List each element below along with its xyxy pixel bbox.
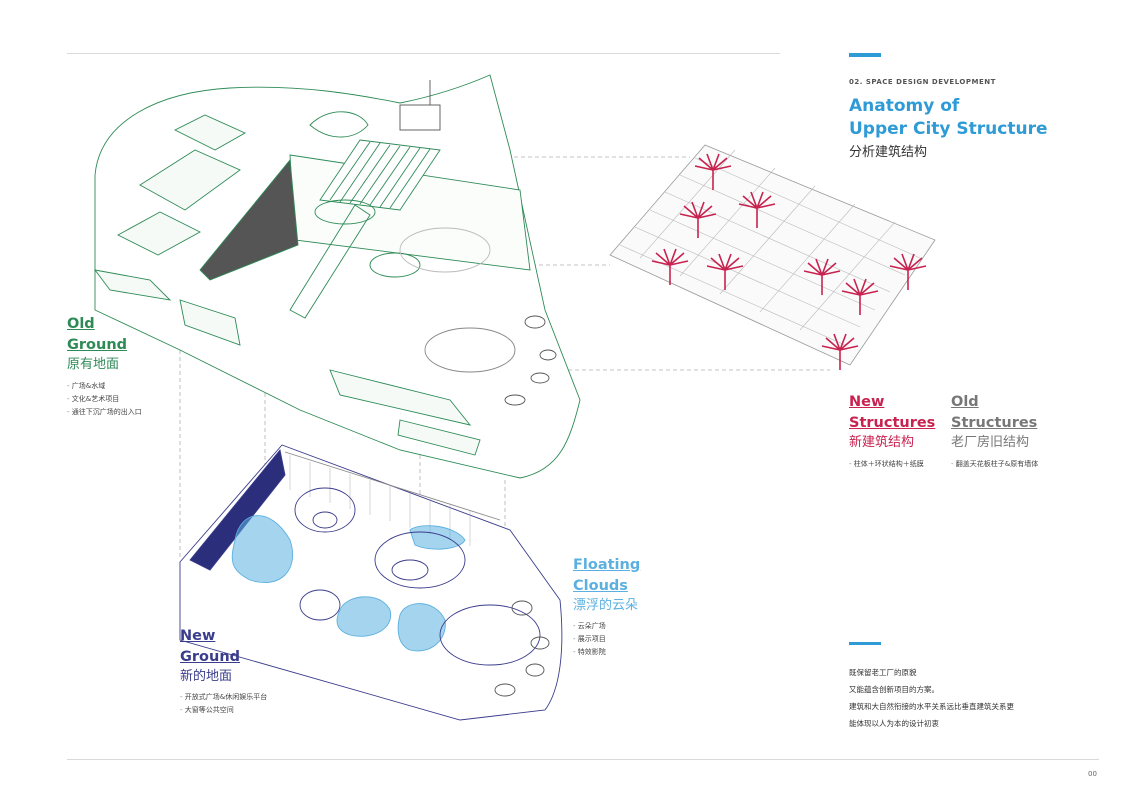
- note-line: 既保留老工厂的原貌: [849, 668, 917, 677]
- floating-clouds-bullets: 云朵广场 展示项目 特效影院: [573, 620, 606, 659]
- title-line-2: Upper City Structure: [849, 119, 1048, 139]
- new-ground-en-1: New: [180, 628, 216, 644]
- design-notes: 既保留老工厂的原貌 又能蕴含创新项目的方案。 建筑和大自然衔接的水平关系远比垂直…: [849, 664, 1014, 732]
- old-ground-en-2: Ground: [67, 337, 128, 353]
- old-ground-zh: 原有地面: [67, 357, 120, 372]
- old-structures-zh: 老厂房旧结构: [951, 435, 1030, 450]
- old-ground-plan: [93, 74, 581, 479]
- old-structures-label: Old Structures 老厂房旧结构: [951, 392, 1037, 452]
- list-item: 大窗等公共空间: [180, 704, 267, 717]
- section-kicker: 02. SPACE DESIGN DEVELOPMENT: [849, 78, 996, 86]
- old-structures-en-2: Structures: [951, 415, 1038, 431]
- list-item: 柱体＋环状结构＋纸膜: [849, 458, 924, 471]
- new-ground-plan: [179, 444, 563, 721]
- old-structures-en-1: Old: [951, 394, 979, 410]
- title-chinese: 分析建筑结构: [849, 145, 928, 160]
- title-line-1: Anatomy of: [849, 96, 960, 116]
- new-ground-bullets: 开放式广场&休闲娱乐平台 大窗等公共空间: [180, 691, 267, 717]
- note-line: 又能蕴含创新项目的方案。: [849, 685, 939, 694]
- header-accent-bar: [849, 53, 881, 57]
- old-structures-bullets: 翻盖天花板柱子&原有墙体: [951, 458, 1038, 471]
- floating-clouds-zh: 漂浮的云朵: [573, 598, 639, 613]
- new-structures-bullets: 柱体＋环状结构＋纸膜: [849, 458, 924, 471]
- top-rule: [67, 53, 780, 54]
- page-title: Anatomy of Upper City Structure 分析建筑结构: [849, 95, 1047, 160]
- old-ground-label: Old Ground 原有地面: [67, 314, 127, 374]
- note-line: 能体现以人为本的设计初衷: [849, 719, 939, 728]
- new-ground-label: New Ground 新的地面: [180, 626, 240, 686]
- floating-clouds-en-1: Floating: [573, 557, 641, 573]
- page-number: 00: [1088, 770, 1097, 778]
- old-ground-bullets: 广场&水域 文化&艺术项目 通往下沉广场的出入口: [67, 380, 142, 419]
- list-item: 文化&艺术项目: [67, 393, 142, 406]
- list-item: 云朵广场: [573, 620, 606, 633]
- bottom-rule: [67, 759, 1099, 760]
- new-structures-en-1: New: [849, 394, 885, 410]
- notes-accent-bar: [849, 642, 881, 645]
- list-item: 特效影院: [573, 646, 606, 659]
- new-ground-zh: 新的地面: [180, 669, 233, 684]
- new-structures-en-2: Structures: [849, 415, 936, 431]
- new-structures-label: New Structures 新建筑结构: [849, 392, 935, 452]
- list-item: 广场&水域: [67, 380, 142, 393]
- structures-model: [609, 144, 936, 370]
- list-item: 展示项目: [573, 633, 606, 646]
- list-item: 通往下沉广场的出入口: [67, 406, 142, 419]
- floating-clouds-en-2: Clouds: [573, 578, 628, 594]
- floating-clouds-label: Floating Clouds 漂浮的云朵: [573, 555, 640, 615]
- list-item: 开放式广场&休闲娱乐平台: [180, 691, 267, 704]
- note-line: 建筑和大自然衔接的水平关系远比垂直建筑关系更: [849, 702, 1014, 711]
- old-ground-en-1: Old: [67, 316, 95, 332]
- list-item: 翻盖天花板柱子&原有墙体: [951, 458, 1038, 471]
- new-structures-zh: 新建筑结构: [849, 435, 915, 450]
- new-ground-en-2: Ground: [180, 649, 241, 665]
